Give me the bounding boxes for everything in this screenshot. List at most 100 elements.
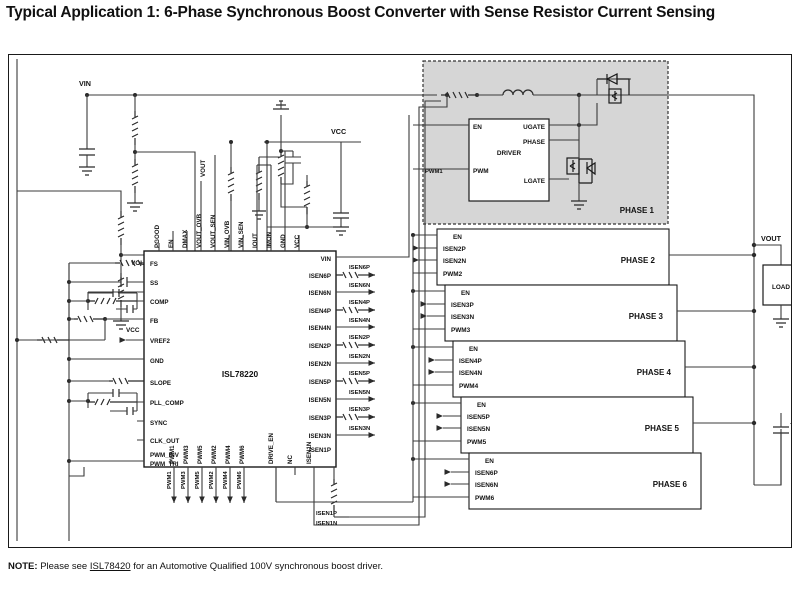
phase6-pin-isen6n: ISEN6N [475, 482, 498, 489]
ic-pin-iout: IOUT [252, 233, 259, 248]
phase2-pin-isen2p: ISEN2P [443, 246, 466, 253]
net-label-vout-top: VOUT [200, 160, 207, 177]
phase2-label: PHASE 2 [621, 256, 656, 265]
ic-part-number: ISL78220 [222, 369, 259, 379]
sense-label-isen2p: ISEN2P [349, 335, 370, 341]
sense-label-isen3p: ISEN3P [349, 407, 370, 413]
phase1-pin-ugate: UGATE [523, 124, 546, 131]
sense-label-isen5p: ISEN5P [349, 371, 370, 377]
ic-pin-vcc: VCC [294, 234, 301, 248]
net-label-vcc-vref: VCC [126, 327, 140, 334]
phase3-outline [444, 284, 678, 342]
phase5-pin-pwm5: PWM5 [467, 439, 487, 446]
phase6-pin-en: EN [485, 458, 494, 465]
ic-pin-isen4n: ISEN4N [309, 325, 332, 332]
ic-pin-pll-comp: PLL_COMP [150, 400, 184, 407]
ic-right-pins: VIN ISEN6P ISEN6N ISEN4P ISEN4N ISEN2P I… [309, 256, 332, 454]
net-label-vcc: VCC [331, 127, 346, 136]
phase1-boost-diode [597, 73, 630, 95]
note-tail: for an Automotive Qualified 100V synchro… [133, 561, 383, 572]
phase5-pin-isen5n: ISEN5N [467, 426, 490, 433]
phase1-pin-en: EN [473, 124, 482, 131]
ic-pin-en: EN [168, 239, 175, 248]
ground-symbol [113, 320, 129, 330]
ic-pin-vout-ovb: VOUT_OVB [196, 213, 203, 248]
phase1-driver-box [468, 118, 550, 202]
phase6-block[interactable]: PHASE 6 EN ISEN6P ISEN6N PWM6 [411, 452, 702, 510]
ic-pin-isen1n: ISEN1N [306, 441, 313, 464]
ic-pin-vin: VIN [321, 256, 332, 263]
phase1-block[interactable]: PHASE 1 DRI [349, 60, 669, 526]
ic-pin-isen3p: ISEN3P [309, 415, 331, 422]
phase4-pin-isen4n: ISEN4N [459, 370, 482, 377]
ic-pin-nc: NC [287, 455, 294, 464]
phase5-block[interactable]: PHASE 5 EN ISEN5P ISEN5N PWM5 [411, 396, 754, 454]
phase2-block[interactable]: PHASE 2 EN ISEN2P ISEN2N PWM2 [411, 228, 754, 286]
phase1-pin-phase: PHASE [523, 139, 546, 146]
phase6-pin-pwm6: PWM6 [475, 495, 495, 502]
ic-pin-fb: FB [150, 318, 159, 325]
ic-pin-pwm-inv: PWM_INV [150, 452, 180, 459]
phase3-pin-isen3p: ISEN3P [451, 302, 474, 309]
net-label-isen1n: ISEN1N [316, 521, 337, 527]
ic-pin-pwm6: PWM6 [239, 445, 246, 464]
phase1-pin-lgate: LGATE [524, 178, 546, 185]
schematic-frame: VOUT_SEN VIN [8, 54, 792, 548]
phase3-label: PHASE 3 [629, 312, 664, 321]
phase2-outline [436, 228, 670, 286]
phase3-block[interactable]: PHASE 3 EN ISEN3P ISEN3N PWM3 [411, 284, 754, 342]
ic-pin-vin-sen: VIN_SEN [238, 221, 245, 248]
phase6-label: PHASE 6 [653, 480, 688, 489]
ic-bottom-pins: PWM1 PWM3 PWM5 PWM2 PWM4 PWM6 DRIVE_EN N… [167, 433, 349, 527]
ic-pin-dmax: DMAX [182, 229, 189, 248]
ic-pin-isen6p: ISEN6P [309, 273, 331, 280]
sense-label-isen3n: ISEN3N [349, 426, 370, 432]
phase4-pin-isen4p: ISEN4P [459, 358, 482, 365]
ic-pin-comp: COMP [150, 299, 169, 306]
ic-pin-imon: IMON [266, 231, 273, 248]
phase2-pin-isen2n: ISEN2N [443, 258, 466, 265]
phase1-upper-fet [608, 88, 622, 104]
ic-pin-vin-ovb: VIN_OVB [224, 220, 231, 248]
note-link[interactable]: ISL78420 [89, 561, 131, 572]
ic-pin-gnd-top: GND [280, 234, 287, 248]
schematic-svg: VOUT_SEN VIN [15, 59, 791, 541]
pwm-net-1: PWM1 [167, 471, 173, 489]
phase3-pin-en: EN [461, 290, 470, 297]
ic-pin-sync: SYNC [150, 420, 168, 427]
phase1-pwm-net-label: PWM1 [425, 169, 443, 175]
ic-pin-isen5n: ISEN5N [309, 397, 332, 404]
pwm-net-5: PWM5 [195, 471, 201, 489]
ic-pin-isen1p: ISEN1P [309, 447, 331, 454]
sense-resistor-network: ISEN6P ISEN6N ISEN4P ISEN4N ISEN2P ISEN2… [336, 115, 410, 438]
pwm-net-3: PWM3 [181, 471, 187, 489]
phase3-pin-pwm3: PWM3 [451, 327, 471, 334]
phase5-pin-en: EN [477, 402, 486, 409]
ic-pin-clk-out: CLK_OUT [150, 438, 179, 445]
ic-pin-vref2: VREF2 [150, 338, 171, 345]
phase5-pin-isen5p: ISEN5P [467, 414, 490, 421]
load-label: LOAD [772, 284, 790, 291]
ic-pin-vout-sen: VOUT_SEN [210, 214, 217, 248]
ic-pin-ss: SS [150, 280, 158, 287]
net-label-vout: VOUT [761, 234, 782, 243]
note-lead: Please see [40, 561, 88, 572]
ic-pin-drive-en: DRIVE_EN [268, 433, 275, 464]
phase1-label: PHASE 1 [620, 206, 655, 215]
ic-pin-slope: SLOPE [150, 380, 171, 387]
sense-label-isen5n: ISEN5N [349, 390, 370, 396]
ic-pin-pwm2: PWM2 [211, 445, 218, 464]
ic-pin-pwm1: PWM1 [169, 445, 176, 464]
pwm-net-4: PWM4 [223, 471, 229, 489]
left-compensation-network: VCC [15, 259, 144, 541]
phase4-block[interactable]: PHASE 4 EN ISEN4P ISEN4N PWM4 [411, 340, 754, 398]
ic-pin-isen3n: ISEN3N [309, 433, 332, 440]
phase1-driver-label: DRIVER [497, 150, 522, 157]
sense-label-isen6p: ISEN6P [349, 265, 370, 271]
ic-pin-isen4p: ISEN4P [309, 308, 331, 315]
output-load-section: VOUT LOAD + [661, 94, 791, 486]
net-label-isen1p: ISEN1P [316, 511, 337, 517]
ic-pin-isen2n: ISEN2N [309, 361, 332, 368]
vcc-rail-network: VCC [227, 100, 361, 251]
ic-pin-pwm3: PWM3 [183, 445, 190, 464]
